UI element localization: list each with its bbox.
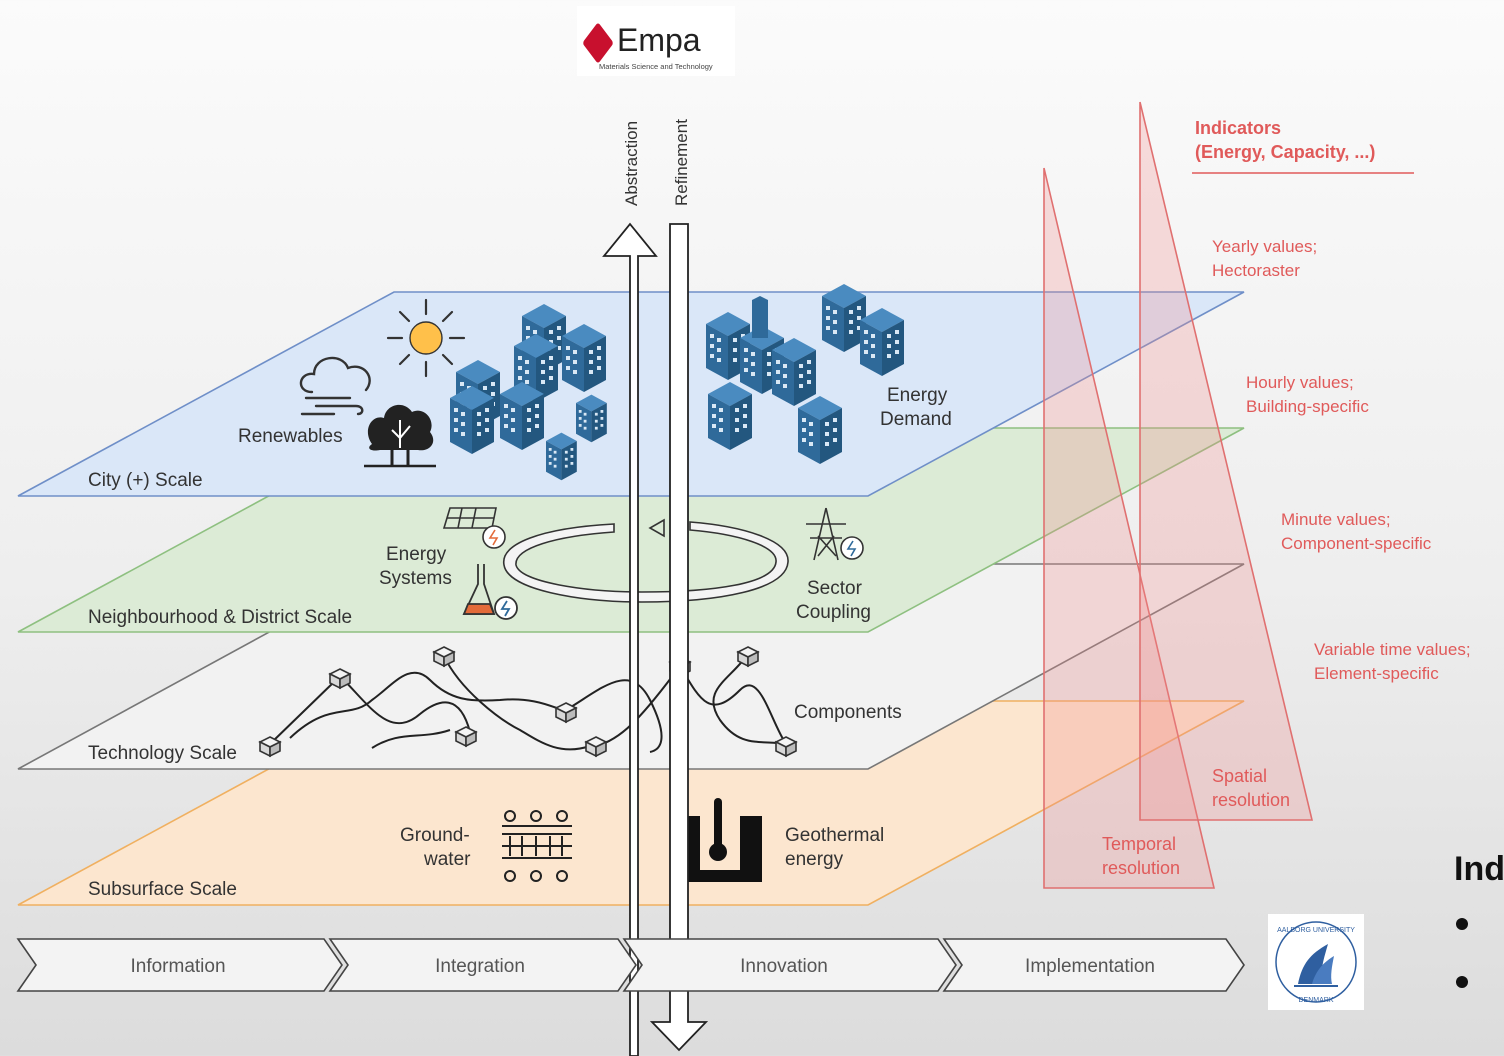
level-variable-line1: Variable time values; [1314,640,1471,659]
bullet-1 [1456,918,1468,930]
sector-coupling-label-line2: Coupling [796,602,871,623]
temporal-resolution-label-line2: resolution [1102,858,1180,878]
level-hourly-line1: Hourly values; [1246,373,1354,392]
power-tower-icon [806,507,864,561]
process-label-implementation: Implementation [1025,956,1155,977]
sector-coupling-label-line1: Sector [807,578,863,599]
groundwater-icon [502,810,572,882]
bullet-2 [1456,976,1468,988]
aalborg-university-seal: AALBORG UNIVERSITY DENMARK [1268,914,1364,1010]
layer-label-neighbourhood: Neighbourhood & District Scale [88,607,352,628]
sun-icon [386,298,466,378]
process-label-integration: Integration [435,956,525,977]
layer-label-subsurface: Subsurface Scale [88,879,237,900]
abstraction-arrow [602,222,658,1056]
aalborg-seal-icon: AALBORG UNIVERSITY DENMARK [1275,921,1357,1004]
energy-systems-label-line2: Systems [379,568,452,589]
svg-text:DENMARK: DENMARK [1298,997,1333,1004]
chevron-innovation [622,938,957,992]
level-minute-line1: Minute values; [1281,510,1391,529]
flask-icon [462,564,518,620]
renewables-label: Renewables [238,426,343,447]
temporal-resolution-label-line1: Temporal [1102,834,1176,854]
process-label-information: Information [130,956,225,977]
level-hourly-line2: Building-specific [1246,397,1369,416]
temporal-resolution-triangle [1043,167,1216,889]
abstraction-label: Abstraction [622,121,641,206]
geothermal-label-line1: Geothermal [785,825,884,846]
level-yearly-line1: Yearly values; [1212,237,1317,256]
spatial-resolution-triangle [1139,101,1314,821]
spatial-resolution-label-line1: Spatial [1212,766,1267,786]
groundwater-label-line1: Ground- [400,825,470,846]
svg-text:AALBORG UNIVERSITY: AALBORG UNIVERSITY [1277,927,1355,934]
level-yearly-line2: Hectoraster [1212,261,1300,280]
energy-systems-label-line1: Energy [386,544,447,565]
process-bar: Information Integration Innovation Imple… [16,938,1245,992]
process-label-innovation: Innovation [740,956,828,977]
geothermal-icon [678,798,762,882]
indicators-title-line1: Indicators [1195,118,1281,138]
level-minute-line2: Component-specific [1281,534,1432,553]
chevron-integration [328,938,637,992]
chevron-implementation [942,938,1245,992]
geothermal-label-line2: energy [785,849,844,870]
public-buildings-icon [706,284,904,464]
side-heading: Ind [1454,850,1504,888]
component-network [269,653,787,753]
refinement-label: Refinement [672,119,691,206]
empa-logo: Empa Materials Science and Technology [577,6,735,76]
empa-logo-tagline: Materials Science and Technology [599,62,713,71]
energy-demand-label-line2: Demand [880,409,952,430]
indicators-title-line2: (Energy, Capacity, ...) [1195,142,1375,162]
chevron-information [16,938,343,992]
solar-panel-icon [442,507,506,549]
refinement-arrow [649,223,709,1052]
components-label: Components [794,702,902,723]
trees-icon [364,404,436,468]
empa-logo-name: Empa [617,22,701,58]
empa-logo-mark-icon [582,22,614,64]
layer-label-city: City (+) Scale [88,470,203,491]
groundwater-label-line2: water [423,849,471,870]
layer-label-technology: Technology Scale [88,743,237,764]
coupling-loop-icon [503,518,789,603]
cloud-wind-icon [299,356,371,416]
energy-demand-label-line1: Energy [887,385,948,406]
level-variable-line2: Element-specific [1314,664,1439,683]
spatial-resolution-label-line2: resolution [1212,790,1290,810]
